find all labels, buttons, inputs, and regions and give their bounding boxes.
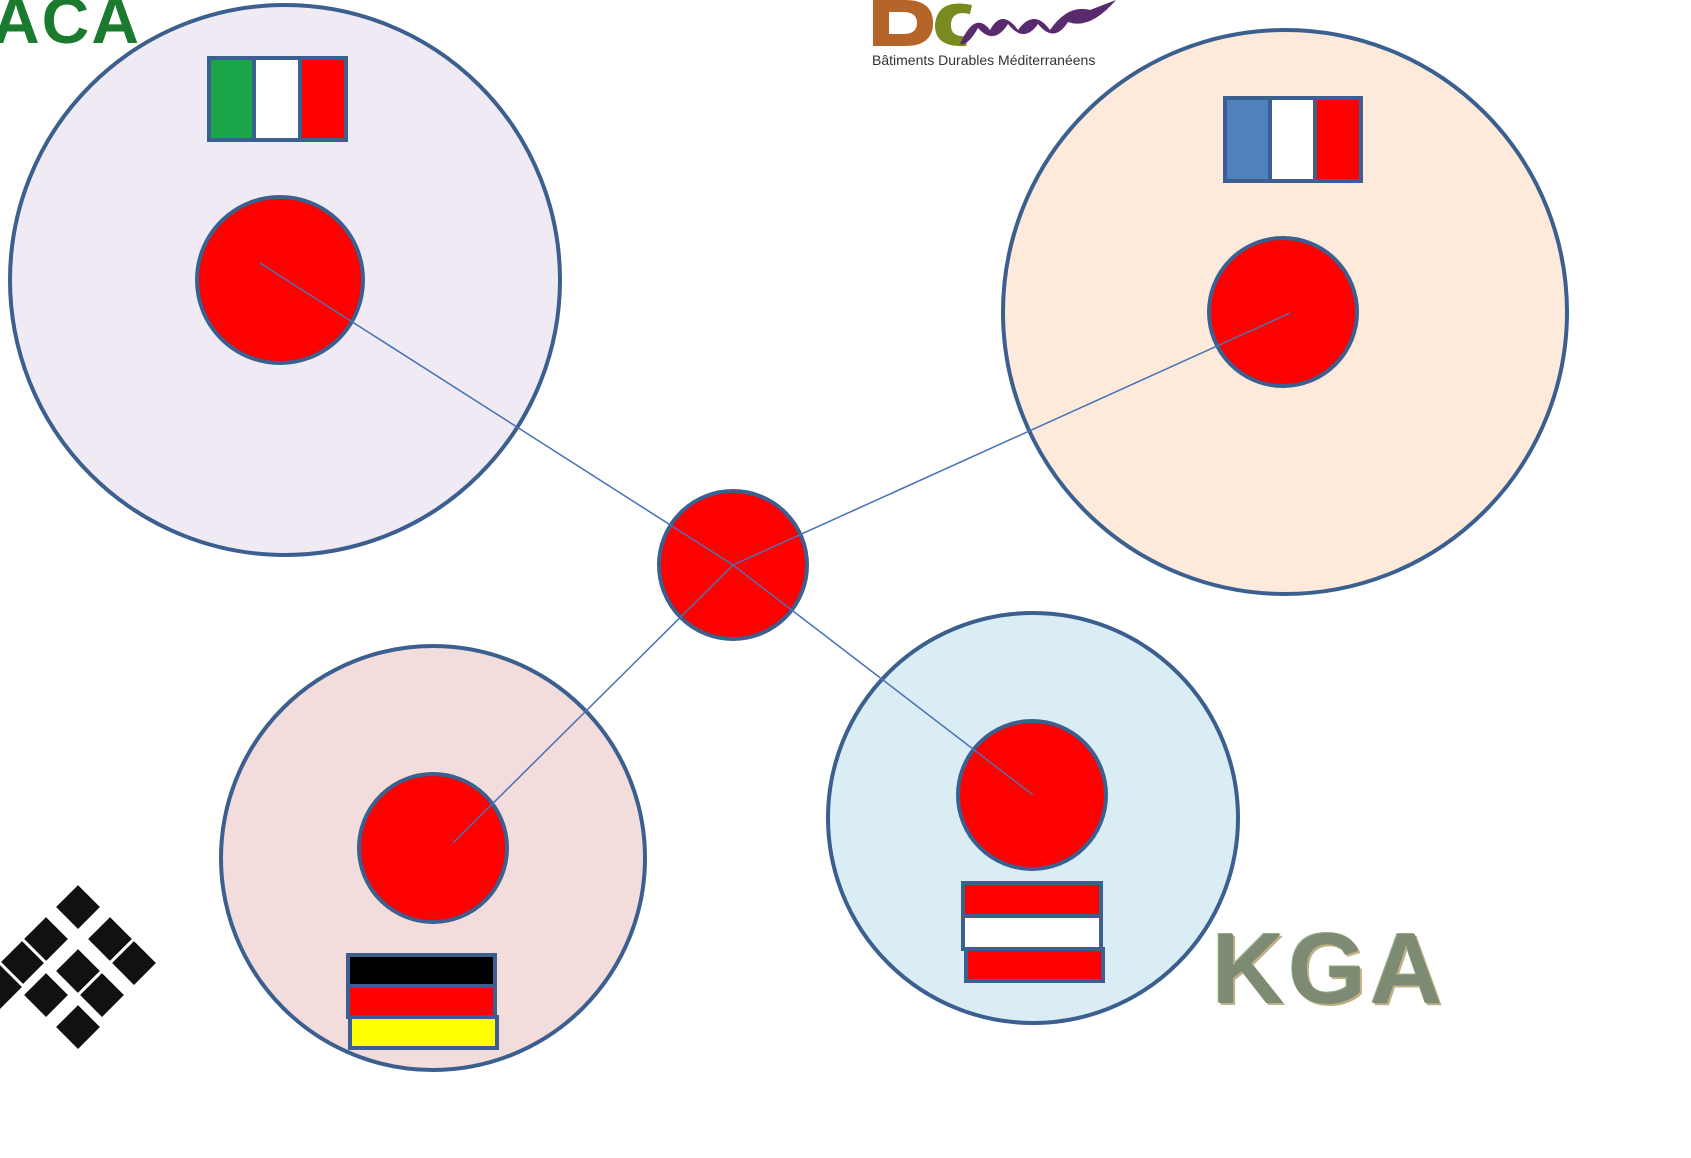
- italy-node: [195, 195, 365, 365]
- kga-logo: KGA: [1212, 913, 1447, 1025]
- connector-overlays: [259, 262, 1291, 844]
- bdm-logo: [873, 0, 1116, 47]
- france-node: [1207, 236, 1359, 388]
- italy-flag-icon: [207, 56, 348, 142]
- france-flag-icon: [1223, 96, 1363, 183]
- bdm-logo-caption: Bâtiments Durables Méditerranéens: [872, 52, 1096, 68]
- germany-flag-icon: [346, 953, 499, 1050]
- germany-node: [357, 772, 509, 924]
- aca-logo: ACA: [0, 0, 141, 57]
- austria-flag-icon: [961, 881, 1105, 983]
- diamond-grid-logo: [0, 880, 161, 1054]
